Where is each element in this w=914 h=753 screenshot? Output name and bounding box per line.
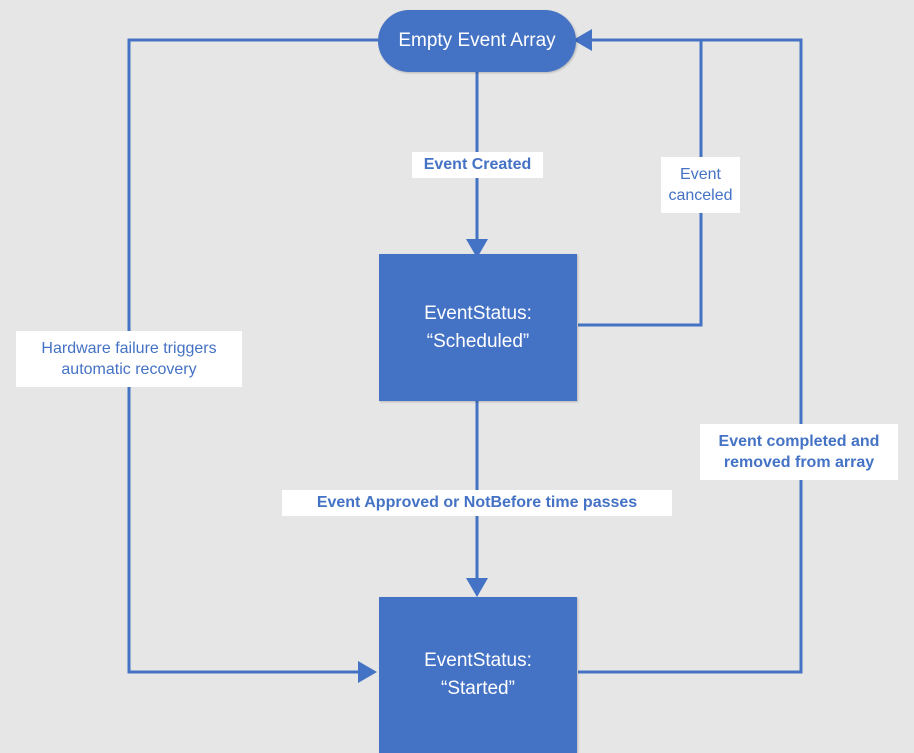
edge-label-event-created: Event Created: [412, 152, 543, 178]
edge-label-event-completed-removed: Event completed and removed from array: [700, 424, 898, 480]
edge-label-line1: Hardware failure triggers: [41, 339, 217, 357]
edge-label-line1: Event: [680, 165, 721, 183]
connector-completed: [578, 38, 803, 674]
arrowhead-created: [466, 239, 488, 258]
node-event-status-scheduled[interactable]: EventStatus: “Scheduled”: [379, 254, 577, 401]
node-label-line1: EventStatus:: [424, 302, 532, 324]
edge-label-line2: canceled: [668, 187, 733, 204]
arrowhead-recovery: [358, 661, 377, 683]
edge-label-line1: Event Created: [423, 156, 532, 174]
edge-label-event-approved-or-notbefore: Event Approved or NotBefore time passes: [282, 490, 672, 516]
node-label-line1: Empty Event Array: [398, 30, 556, 52]
edge-label-hardware-failure-recovery: Hardware failure triggers automatic reco…: [16, 331, 242, 387]
arrowhead-approved: [466, 578, 488, 597]
node-event-status-started[interactable]: EventStatus: “Started”: [379, 597, 577, 753]
arrowhead-into-pill: [573, 29, 592, 51]
edge-label-line1: Event completed and: [718, 432, 880, 450]
node-label-line2: “Scheduled”: [426, 330, 530, 352]
edge-label-line1: Event Approved or NotBefore time passes: [316, 494, 638, 512]
edge-label-line2: removed from array: [723, 454, 875, 471]
edge-label-line2: automatic recovery: [61, 361, 197, 378]
node-label-line1: EventStatus:: [424, 650, 532, 672]
edge-label-event-canceled: Event canceled: [661, 157, 740, 213]
node-label-line2: “Started”: [441, 678, 515, 699]
node-empty-event-array[interactable]: Empty Event Array: [378, 10, 576, 72]
